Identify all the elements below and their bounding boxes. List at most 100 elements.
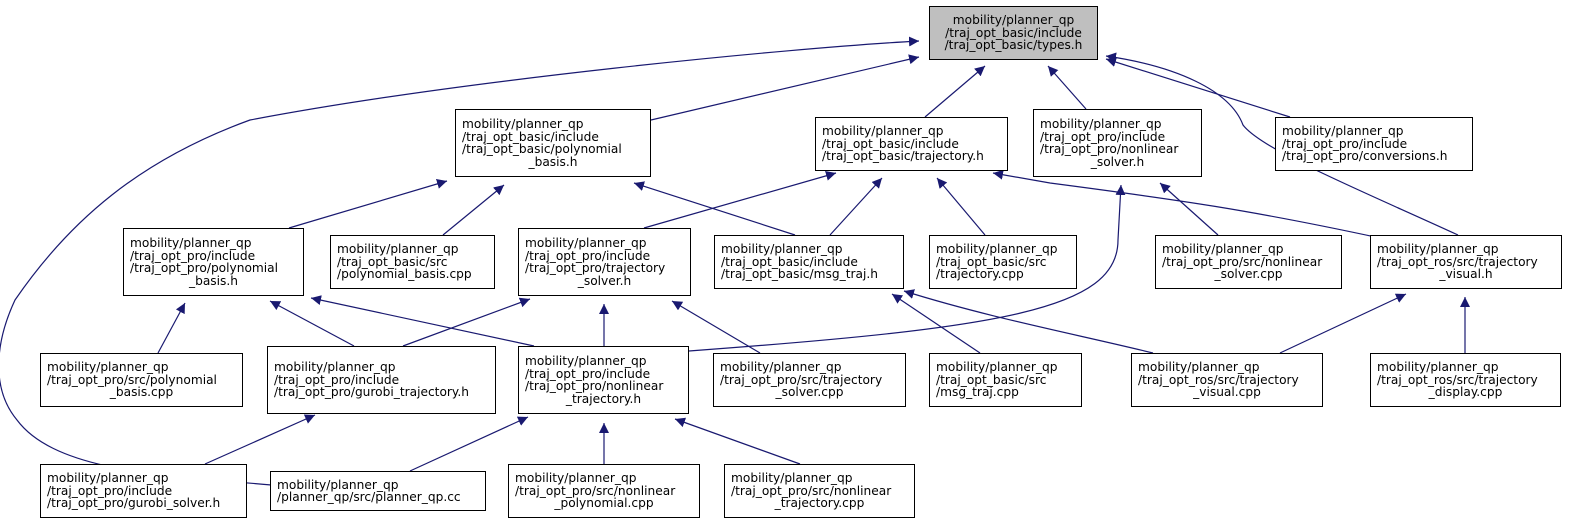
node-ros-trajectory-visual-cpp[interactable]: mobility/planner_qp /traj_opt_ros/src/tr…: [1131, 353, 1323, 407]
node-basic-polynomial-basis-cpp[interactable]: mobility/planner_qp /traj_opt_basic/src …: [330, 235, 495, 289]
node-line: /traj_opt_basic/types.h: [944, 38, 1083, 53]
edge-pro_nonlinear_solver_cpp-includes-pro_nonlinear_solver_h: [1159, 182, 1219, 236]
node-pro-polynomial-basis-cpp[interactable]: mobility/planner_qp /traj_opt_pro/src/po…: [40, 353, 243, 407]
node-line: /traj_opt_pro/gurobi_trajectory.h: [274, 385, 469, 400]
edge-basic_msg_traj_h-includes-basic_trajectory_h: [829, 177, 883, 236]
node-line: mobility/planner_qp: [936, 360, 1058, 375]
node-line: mobility/planner_qp: [822, 124, 944, 139]
node-line: /traj_opt_basic/include: [721, 254, 858, 269]
node-line: /traj_opt_pro/gurobi_solver.h: [47, 496, 221, 511]
edge-basic_trajectory_h-includes-types: [924, 65, 986, 118]
node-line: /traj_opt_pro/polynomial: [130, 261, 279, 275]
node-line: /traj_opt_pro/include: [274, 372, 400, 387]
node-line: mobility/planner_qp: [47, 360, 169, 375]
node-line: /traj_opt_basic/include: [462, 129, 599, 144]
edge-pro_conversions_h-includes-types: [1105, 57, 1291, 118]
edge-basic_trajectory_cpp-includes-basic_trajectory_h: [936, 177, 986, 236]
node-basic-msg-traj-cpp[interactable]: mobility/planner_qp /traj_opt_basic/src …: [929, 353, 1082, 407]
node-line: /trajectory.cpp: [936, 267, 1024, 282]
edge-ros_trajectory_visual_h-includes-basic_trajectory_h: [992, 169, 1381, 239]
node-line: /planner_qp/src/planner_qp.cc: [277, 490, 461, 504]
node-line: /traj_opt_basic/trajectory.h: [822, 149, 984, 164]
node-basic-polynomial-basis-h[interactable]: mobility/planner_qp /traj_opt_basic/incl…: [455, 109, 651, 177]
edge-planner_qp_cc-includes-pro_nonlinear_trajectory_h: [409, 416, 529, 472]
node-line: mobility/planner_qp: [525, 354, 647, 368]
node-line: /traj_opt_pro/include: [47, 483, 173, 498]
node-line: _polynomial.cpp: [554, 496, 654, 511]
node-pro-polynomial-basis-h[interactable]: mobility/planner_qp /traj_opt_pro/includ…: [123, 228, 304, 296]
node-planner-qp-cc[interactable]: mobility/planner_qp /planner_qp/src/plan…: [270, 471, 486, 511]
edge-pro_nonlinear_trajectory_h-includes-pro_polynomial_basis_h: [310, 295, 535, 347]
edge-pro_gurobi_solver_h-includes-pro_gurobi_trajectory_h: [204, 414, 316, 465]
node-line: /traj_opt_ros/src/trajectory: [1377, 372, 1538, 387]
edge-pro_nonlinear_trajectory_cpp-includes-pro_nonlinear_trajectory_h: [674, 417, 801, 465]
node-line: /traj_opt_pro/src/nonlinear: [731, 483, 892, 498]
node-pro-nonlinear-trajectory-cpp[interactable]: mobility/planner_qp /traj_opt_pro/src/no…: [724, 464, 915, 518]
node-pro-nonlinear-solver-cpp[interactable]: mobility/planner_qp /traj_opt_pro/src/no…: [1155, 235, 1342, 289]
node-line: /traj_opt_basic/polynomial: [462, 142, 622, 156]
node-line: _basis.cpp: [109, 385, 174, 400]
node-line: /traj_opt_pro/trajectory: [525, 261, 666, 275]
node-line: mobility/planner_qp: [525, 236, 647, 250]
node-line: mobility/planner_qp: [462, 117, 584, 131]
edge-ros_trajectory_visual_cpp-includes-basic_msg_traj_h: [903, 289, 1154, 354]
node-basic-trajectory-h[interactable]: mobility/planner_qp /traj_opt_basic/incl…: [815, 117, 1008, 171]
node-line: mobility/planner_qp: [337, 242, 459, 257]
node-line: /traj_opt_pro/nonlinear: [525, 379, 664, 393]
node-line: /traj_opt_pro/src/trajectory: [720, 372, 883, 387]
node-line: mobility/planner_qp: [515, 471, 637, 486]
node-ros-trajectory-visual-h[interactable]: mobility/planner_qp /traj_opt_ros/src/tr…: [1370, 235, 1562, 289]
node-line: /traj_opt_ros/src/trajectory: [1138, 372, 1299, 387]
node-line: _solver.h: [577, 273, 632, 288]
node-pro-trajectory-solver-h[interactable]: mobility/planner_qp /traj_opt_pro/includ…: [518, 228, 691, 296]
edge-pro_gurobi_trajectory_h-includes-pro_polynomial_basis_h: [269, 300, 355, 347]
node-line: /traj_opt_pro/include: [525, 366, 651, 381]
node-line: /traj_opt_basic/include: [822, 136, 959, 151]
node-pro-nonlinear-solver-h[interactable]: mobility/planner_qp /traj_opt_pro/includ…: [1033, 109, 1202, 177]
node-line: mobility/planner_qp: [936, 242, 1058, 257]
edge-basic_msg_traj_cpp-includes-basic_msg_traj_h: [891, 293, 981, 354]
node-pro-trajectory-solver-cpp[interactable]: mobility/planner_qp /traj_opt_pro/src/tr…: [713, 353, 906, 407]
node-line: _basis.h: [528, 154, 578, 169]
node-line: _solver.cpp: [1214, 267, 1283, 282]
node-line: mobility/planner_qp: [1040, 117, 1162, 131]
edge-pro_gurobi_trajectory_h-includes-pro_trajectory_solver_h: [402, 297, 531, 347]
node-line: mobility/planner_qp: [952, 13, 1075, 28]
node-line: /traj_opt_basic/src: [936, 254, 1047, 269]
node-line: /traj_opt_basic/include: [945, 25, 1082, 40]
node-line: mobility/planner_qp: [1377, 360, 1499, 375]
edge-pro_trajectory_solver_h-includes-basic_trajectory_h: [643, 170, 837, 229]
node-line: mobility/planner_qp: [1138, 360, 1260, 375]
node-line: mobility/planner_qp: [720, 360, 842, 375]
edge-pro_nonlinear_solver_h-includes-types: [1047, 65, 1087, 110]
node-line: _display.cpp: [1428, 385, 1503, 400]
node-pro-gurobi-solver-h[interactable]: mobility/planner_qp /traj_opt_pro/includ…: [40, 464, 247, 518]
node-line: _trajectory.h: [565, 391, 642, 406]
node-ros-trajectory-display-cpp[interactable]: mobility/planner_qp /traj_opt_ros/src/tr…: [1370, 353, 1561, 407]
node-pro-conversions-h[interactable]: mobility/planner_qp /traj_opt_pro/includ…: [1275, 117, 1473, 171]
node-line: mobility/planner_qp: [1377, 242, 1499, 257]
node-basic-trajectory-cpp[interactable]: mobility/planner_qp /traj_opt_basic/src …: [929, 235, 1077, 289]
edge-ros_trajectory_visual_cpp-includes-ros_trajectory_visual_h: [1279, 293, 1407, 354]
node-pro-nonlinear-trajectory-h[interactable]: mobility/planner_qp /traj_opt_pro/includ…: [518, 346, 689, 414]
node-basic-msg-traj-h[interactable]: mobility/planner_qp /traj_opt_basic/incl…: [714, 235, 904, 289]
node-types-h[interactable]: mobility/planner_qp /traj_opt_basic/incl…: [929, 6, 1098, 60]
edge-basic_msg_traj_h-includes-basic_polynomial_basis_h: [633, 181, 796, 236]
node-line: _visual.h: [1439, 267, 1493, 282]
node-line: _solver.cpp: [775, 385, 844, 400]
edge-basic_polynomial_basis_h-includes-types: [650, 54, 920, 121]
edge-basic_polynomial_basis_cpp-includes-basic_polynomial_basis_h: [442, 184, 505, 236]
node-pro-gurobi-trajectory-h[interactable]: mobility/planner_qp /traj_opt_pro/includ…: [267, 346, 496, 414]
node-line: /traj_opt_pro/include: [130, 248, 256, 263]
edge-planner_qp_cc-includes-types: [0, 36, 920, 487]
node-line: /traj_opt_basic/src: [337, 254, 448, 269]
node-line: mobility/planner_qp: [1162, 242, 1284, 257]
node-line: _trajectory.cpp: [774, 496, 865, 511]
node-line: /traj_opt_pro/include: [1040, 129, 1166, 144]
node-line: mobility/planner_qp: [731, 471, 853, 486]
node-pro-nonlinear-polynomial-cpp[interactable]: mobility/planner_qp /traj_opt_pro/src/no…: [508, 464, 700, 518]
node-line: /traj_opt_pro/src/nonlinear: [515, 483, 676, 498]
edge-pro_nonlinear_trajectory_h-includes-pro_nonlinear_solver_h: [688, 184, 1126, 352]
